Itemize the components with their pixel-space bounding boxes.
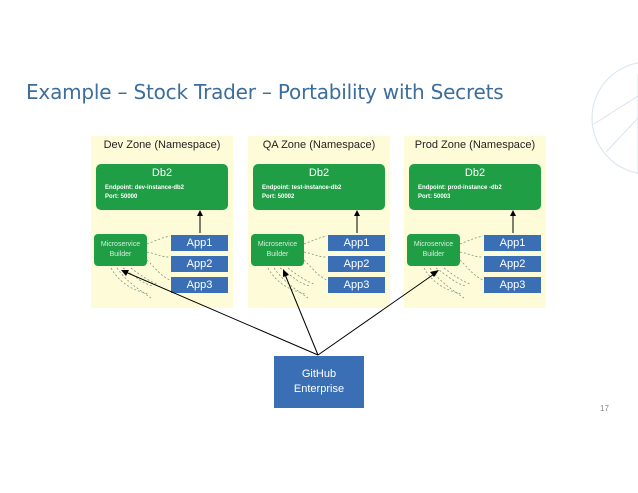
- ms-label-line2: Builder: [422, 251, 445, 258]
- github-label-line2: Enterprise: [293, 383, 345, 395]
- app1-box: App1: [171, 235, 228, 251]
- app3-box: App3: [328, 277, 385, 293]
- zone-connector-lines: [423, 210, 516, 299]
- db2-database: Db2 Endpoint: prod-instance -db2 Port: 5…: [409, 164, 541, 210]
- db-endpoint: Endpoint: test-instance-db2: [262, 185, 342, 191]
- db-port: Port: 50000: [105, 194, 138, 200]
- zone-title: QA Zone (Namespace): [262, 139, 376, 151]
- zone-title: Prod Zone (Namespace): [414, 139, 536, 151]
- app1-box: App1: [328, 235, 385, 251]
- ms-label-line1: Microservice: [257, 241, 298, 248]
- page-number: 17: [600, 404, 609, 413]
- db-name: Db2: [308, 167, 330, 179]
- ms-label-line2: Builder: [109, 251, 132, 258]
- app3-box: App3: [484, 277, 541, 293]
- qa-zone: QA Zone (Namespace) Db2 Endpoint: test-i…: [248, 136, 390, 308]
- zone-connector-lines: [110, 210, 203, 299]
- zone-title: Dev Zone (Namespace): [103, 139, 221, 151]
- github-enterprise-box: GitHub Enterprise: [274, 356, 364, 408]
- prod-zone: Prod Zone (Namespace) Db2 Endpoint: prod…: [404, 136, 546, 308]
- ms-label-line1: Microservice: [413, 241, 454, 248]
- github-label-line1: GitHub: [301, 368, 337, 380]
- db-endpoint: Endpoint: dev-instance-db2: [105, 185, 185, 191]
- slide-title: Example – Stock Trader – Portability wit…: [26, 80, 504, 104]
- app2-box: App2: [484, 256, 541, 272]
- app3-box: App3: [171, 277, 228, 293]
- zone-connector-lines: [267, 210, 360, 299]
- app1-box: App1: [484, 235, 541, 251]
- decorative-circle-graphic: [591, 62, 638, 174]
- db-port: Port: 50003: [418, 194, 451, 200]
- app2-box: App2: [328, 256, 385, 272]
- db-endpoint: Endpoint: prod-instance -db2: [418, 185, 502, 191]
- db2-database: Db2 Endpoint: test-instance-db2 Port: 50…: [253, 164, 385, 210]
- db-port: Port: 50002: [262, 194, 295, 200]
- ms-label-line1: Microservice: [100, 241, 141, 248]
- db2-database: Db2 Endpoint: dev-instance-db2 Port: 500…: [96, 164, 228, 210]
- app2-box: App2: [171, 256, 228, 272]
- ms-label-line2: Builder: [266, 251, 289, 258]
- dev-zone: Dev Zone (Namespace) Db2 Endpoint: dev-i…: [91, 136, 233, 308]
- db-name: Db2: [151, 167, 173, 179]
- db-name: Db2: [464, 167, 486, 179]
